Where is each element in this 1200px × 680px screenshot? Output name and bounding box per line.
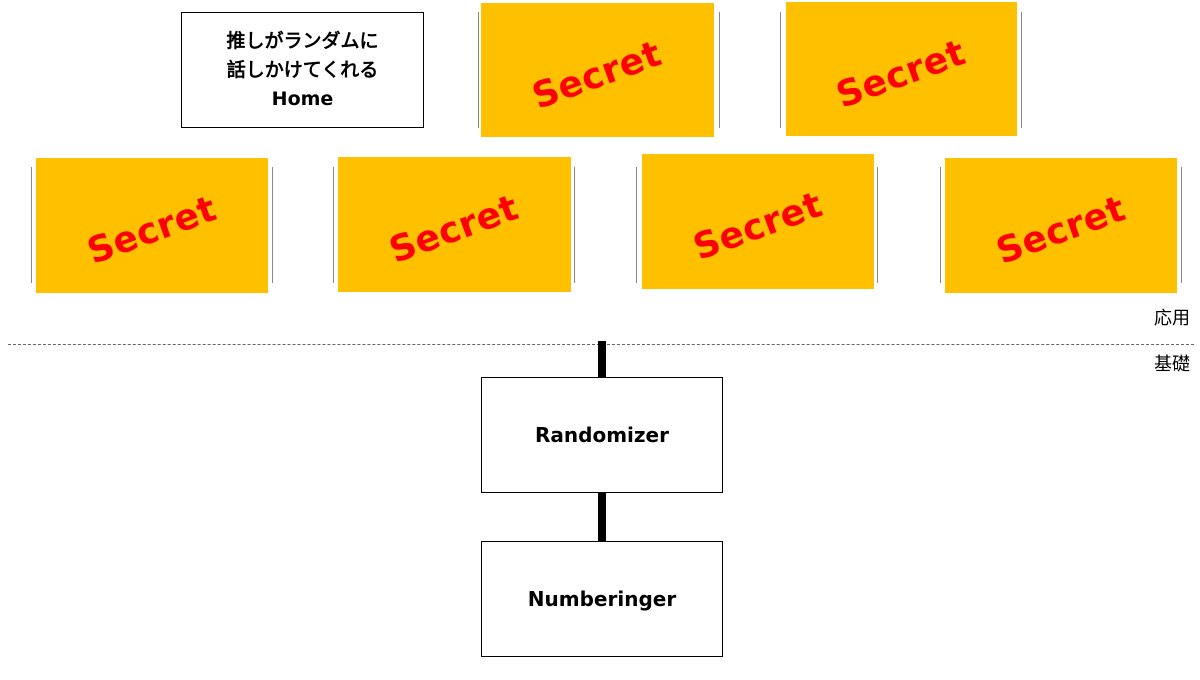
numberinger-node: Numberinger [481,541,723,657]
secret-node-frame [636,167,878,283]
connector-lower [598,492,606,542]
secret-label: Secret [81,188,223,273]
secret-node-frame [940,167,1182,283]
secret-label: Secret [990,188,1132,273]
secret-node: Secret [786,2,1017,136]
secret-label: Secret [687,184,829,269]
secret-label: Secret [831,31,972,117]
secret-node-frame [780,12,1022,128]
lower-layer-label: 基礎 [1154,354,1190,375]
upper-layer-label: 応用 [1154,308,1190,329]
secret-node: Secret [36,158,268,293]
secret-node: Secret [338,157,571,292]
connector-upper [598,341,606,378]
secret-node: Secret [945,158,1177,293]
secret-label: Secret [384,187,525,272]
secret-node-frame [31,167,273,283]
home-node: 推しがランダムに 話しかけてくれる Home [181,12,424,128]
randomizer-node: Randomizer [481,377,723,493]
secret-label: Secret [527,32,668,118]
secret-node-frame [478,12,720,128]
secret-node: Secret [642,154,874,289]
secret-node-frame [333,167,575,283]
secret-node: Secret [481,3,714,137]
